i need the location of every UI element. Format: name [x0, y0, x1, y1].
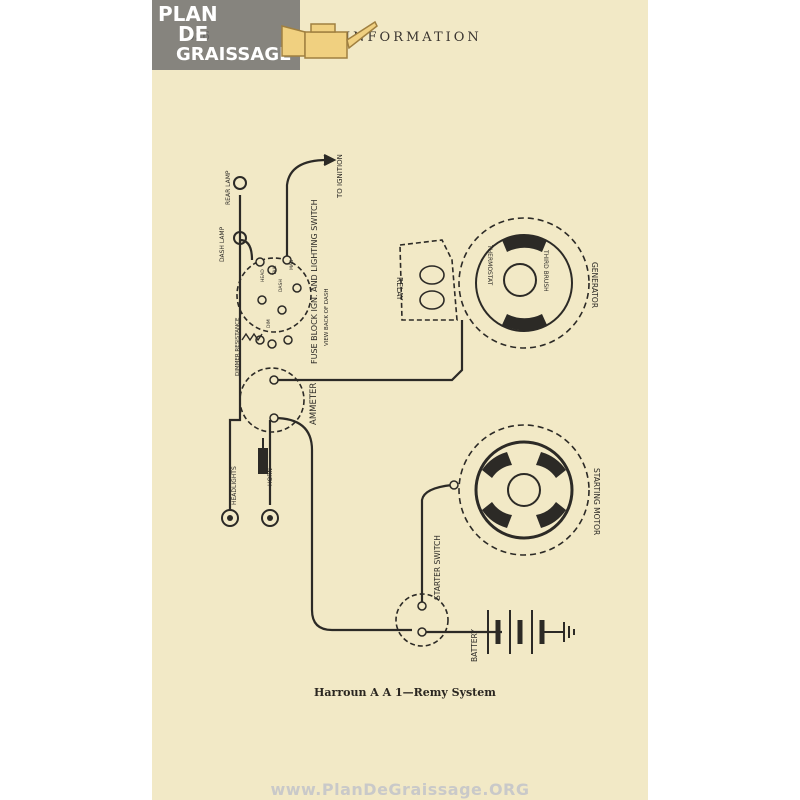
logo-text-de: DE: [178, 22, 209, 46]
ammeter-dashed: [239, 367, 305, 433]
label-view-note: VIEW BACK OF DASH: [324, 289, 330, 346]
plan-de-graissage-logo: PLAN DE GRAISSAGE: [152, 0, 382, 72]
wire-to-ignition-arrow: [323, 154, 337, 166]
website-watermark: www.PlanDeGraissage.ORG: [270, 780, 530, 799]
label-to-ignition: TO IGNITION: [336, 154, 344, 199]
generator-armature: [503, 263, 537, 297]
starting-motor-pole: [482, 452, 512, 478]
diagram-caption: Harroun A A 1—Remy System: [314, 686, 496, 699]
wire-left-bus: [228, 195, 242, 510]
label-starter-switch: STARTER SWITCH: [433, 535, 442, 600]
label-generator: GENERATOR: [590, 262, 599, 308]
label-ammeter: AMMETER: [309, 383, 319, 425]
logo-text-plan: PLAN: [158, 2, 218, 26]
switch-terminal: [282, 255, 292, 265]
relay-dashed-box: [399, 239, 458, 321]
headlight-right-center: [267, 515, 273, 521]
logo-background: [152, 0, 300, 70]
dash-lamp-bulb: [233, 231, 247, 245]
label-fuse-block: FUSE BLOCK IGN. AND LIGHTING SWITCH: [310, 199, 319, 364]
dimmer-resistance-coil: [241, 332, 263, 342]
horn-body: [258, 448, 268, 474]
rear-lamp-bulb: [233, 176, 247, 190]
relay-coil: [419, 265, 445, 285]
label-switch-dim: DIM: [266, 319, 272, 328]
label-switch-head: HEAD: [260, 269, 266, 282]
generator-pole-bottom: [502, 314, 547, 331]
ammeter-terminal: [269, 375, 279, 385]
logo-text-graissage: GRAISSAGE: [176, 44, 292, 65]
starting-motor-armature: [507, 473, 541, 507]
starter-switch-terminal: [417, 601, 427, 611]
generator-dashed: [458, 217, 590, 349]
starter-switch-terminal: [417, 627, 427, 637]
switch-terminal: [283, 335, 293, 345]
wire-ammeter-starter: [273, 416, 412, 632]
headlight-left-center: [227, 515, 233, 521]
label-dash-lamp: DASH LAMP: [219, 226, 226, 262]
label-switch-tail: TAIL: [272, 265, 278, 276]
starting-motor-terminal: [449, 480, 459, 490]
generator-pole-top: [502, 234, 547, 252]
starting-motor-dashed: [458, 424, 590, 556]
starting-motor-frame: [474, 440, 574, 540]
switch-terminal: [292, 283, 302, 293]
label-battery: BATTERY: [470, 629, 479, 662]
page-header-title: INFORMATION: [345, 30, 482, 45]
wiring-diagram: TO IGNITION REAR LAMP DASH LAMP FUSE BLO…: [219, 154, 601, 662]
fuse-block-dashed: [236, 257, 312, 333]
label-third-brush: THIRD BRUSH: [542, 249, 549, 292]
label-headlights: HEADLIGHTS: [231, 466, 238, 505]
switch-terminal: [255, 257, 265, 267]
label-starting-motor: STARTING MOTOR: [592, 468, 601, 535]
switch-terminal: [277, 305, 287, 315]
page-paper: [152, 0, 648, 800]
wire-rear-lamp: [239, 238, 254, 261]
wire-generator: [274, 320, 464, 382]
relay-coil: [419, 290, 445, 310]
switch-terminal: [257, 295, 267, 305]
starter-switch-dashed: [395, 593, 449, 647]
label-dimmer-resistance: DIMMER RESISTANCE: [235, 317, 241, 376]
label-thermostat: THERMOSTAT: [486, 244, 493, 286]
starting-motor-pole: [482, 502, 512, 528]
starting-motor-pole: [536, 452, 566, 478]
oil-can-icon: [281, 20, 378, 59]
label-switch-dash: DASH: [278, 279, 284, 292]
label-horn: HORN: [267, 468, 274, 486]
label-switch-mag: MAG: [289, 259, 295, 270]
switch-terminal: [267, 265, 277, 275]
wire-starter-motor: [420, 483, 453, 608]
starting-motor-pole: [536, 502, 566, 528]
ammeter-terminal: [269, 413, 279, 423]
label-rear-lamp: REAR LAMP: [225, 170, 232, 205]
wire-to-ignition: [285, 158, 328, 258]
label-relay: RELAY: [395, 277, 404, 301]
switch-terminal: [267, 339, 277, 349]
